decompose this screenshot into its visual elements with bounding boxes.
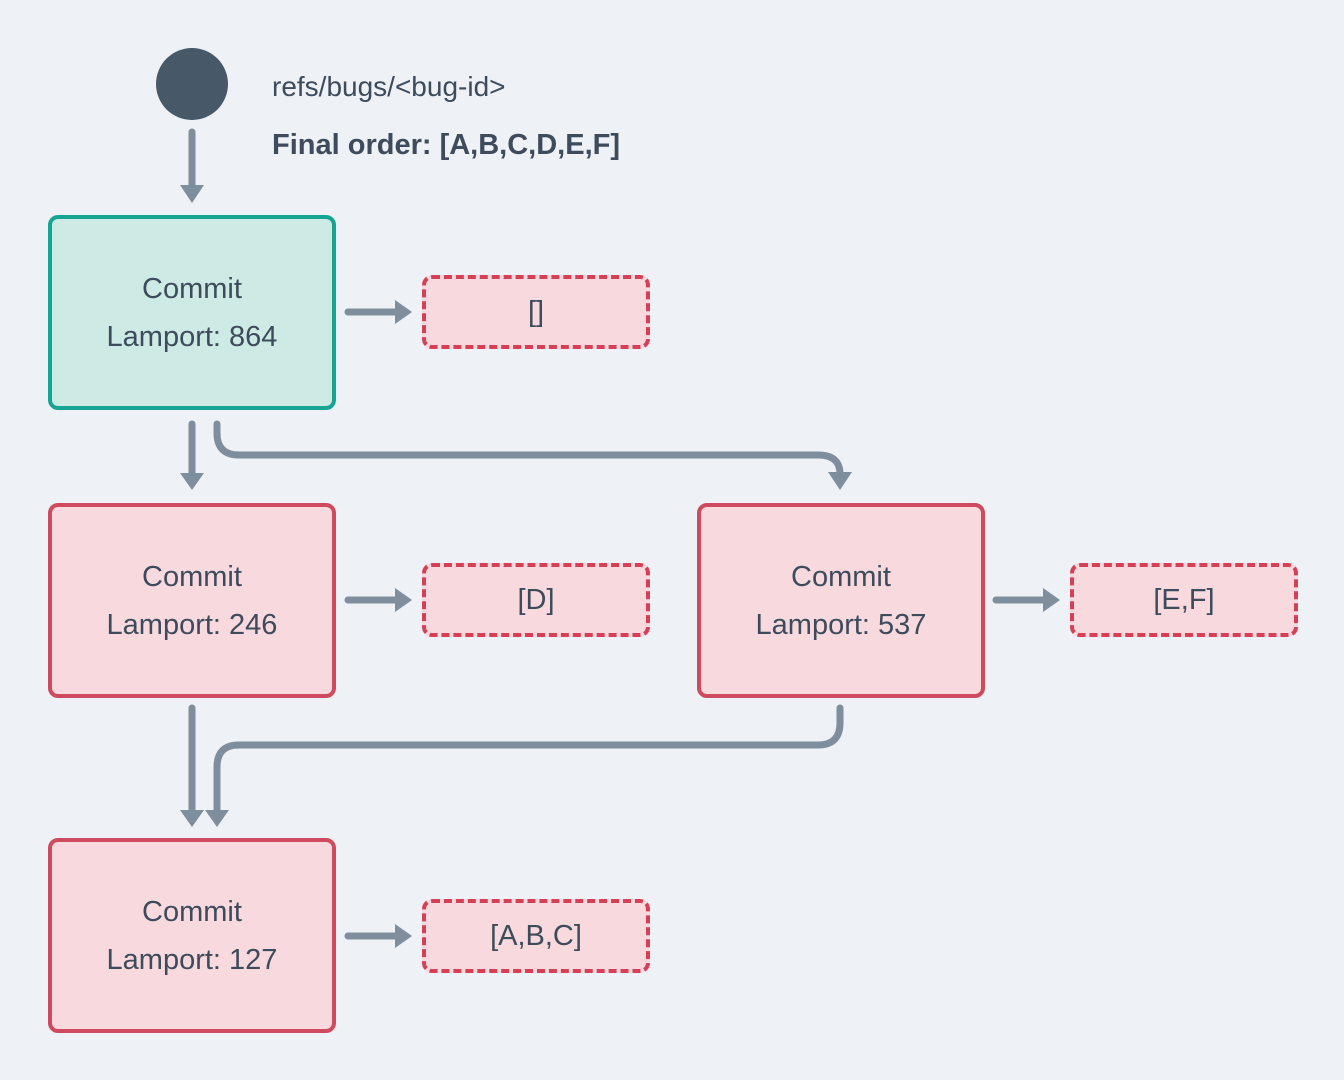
arrow-head-commit-127-to-list — [395, 924, 412, 948]
commit-title: Commit — [142, 895, 242, 928]
arrow-head-commit-864-to-list — [395, 300, 412, 324]
commit-lamport: Lamport: 537 — [755, 608, 927, 641]
dag-list-246: [D] — [422, 563, 650, 637]
ref-head-dot — [156, 48, 228, 120]
arrow-head-commit-864-to-commit-537 — [828, 472, 852, 490]
arrow-commit-864-to-commit-537 — [213, 420, 844, 478]
arrow-head-commit-864-to-commit-246 — [180, 473, 204, 490]
arrow-commit-537-to-commit-127 — [213, 704, 844, 815]
commit-lamport: Lamport: 246 — [106, 608, 278, 641]
final-order-label: Final order: [A,B,C,D,E,F] — [272, 129, 620, 161]
arrow-head-commit-246-to-list — [395, 588, 412, 612]
dag-list-127: [A,B,C] — [422, 899, 650, 973]
arrow-head-ref-to-commit-864 — [180, 185, 204, 203]
commit-title: Commit — [142, 560, 242, 593]
ref-label: refs/bugs/<bug-id> — [272, 71, 506, 102]
commit-node-537: Commit Lamport: 537 — [697, 503, 985, 698]
commit-node-864: Commit Lamport: 864 — [48, 215, 336, 410]
commit-title: Commit — [142, 272, 242, 305]
commit-node-246: Commit Lamport: 246 — [48, 503, 336, 698]
commit-lamport: Lamport: 127 — [106, 943, 278, 976]
commit-node-127: Commit Lamport: 127 — [48, 838, 336, 1033]
arrow-head-commit-246-to-commit-127 — [180, 810, 204, 827]
dag-list-864: [] — [422, 275, 650, 349]
arrow-head-commit-537-to-commit-127 — [205, 810, 229, 827]
dag-list-537: [E,F] — [1070, 563, 1298, 637]
arrow-head-commit-537-to-list — [1043, 588, 1060, 612]
commit-lamport: Lamport: 864 — [106, 320, 278, 353]
commit-title: Commit — [791, 560, 891, 593]
